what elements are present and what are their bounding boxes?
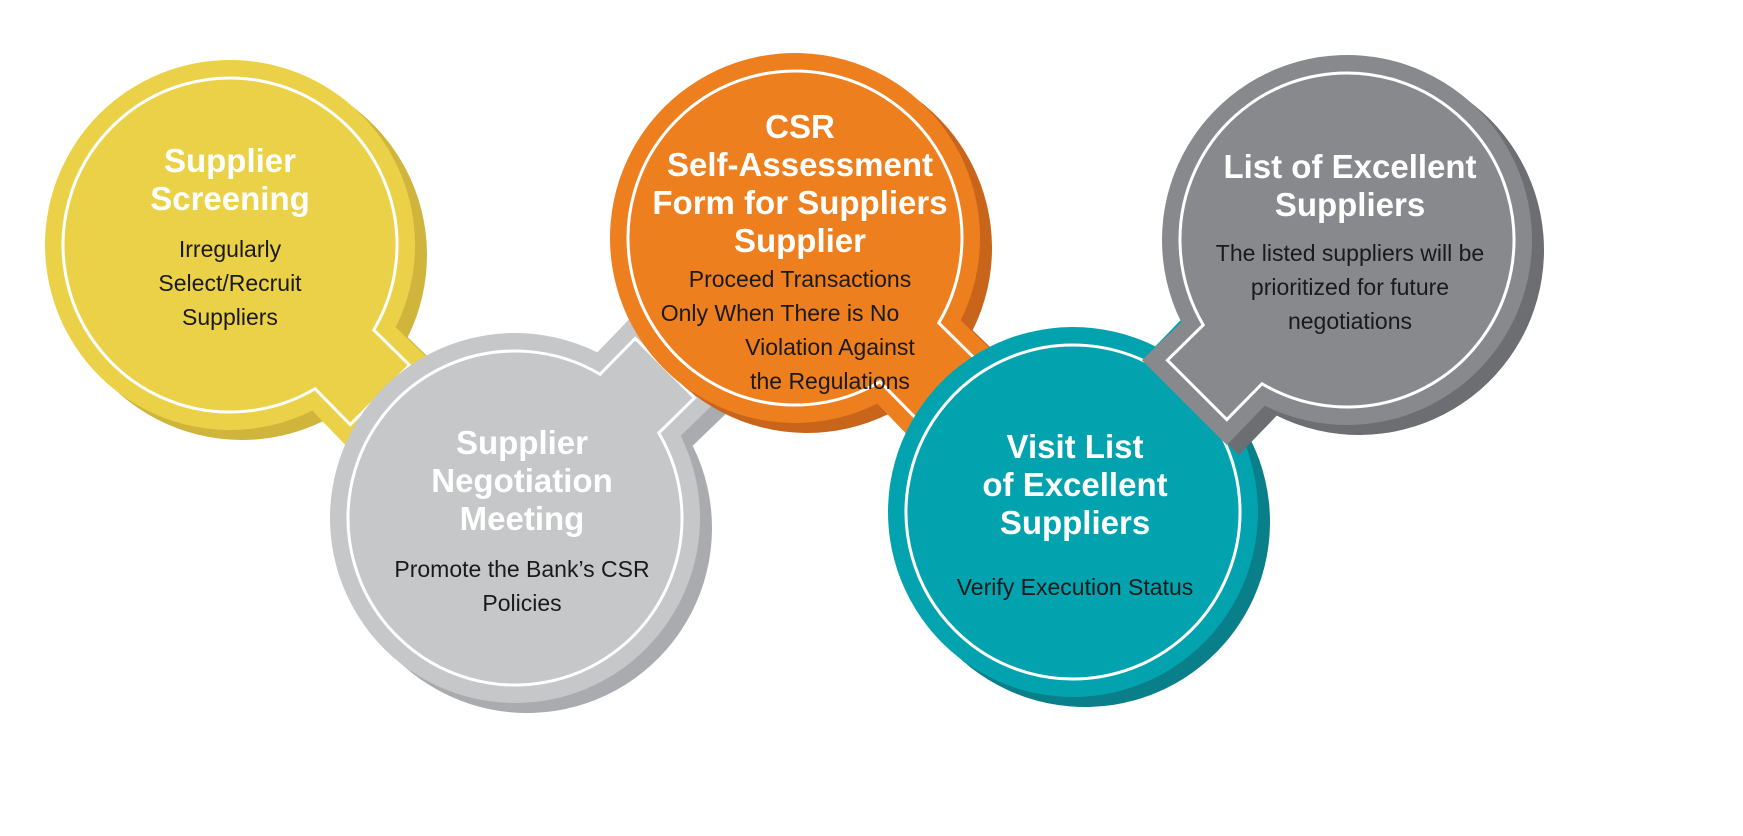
- step-description-line: the Regulations: [750, 368, 910, 394]
- step-description-line: Violation Against: [745, 334, 915, 360]
- step-supplier-screening: [44, 59, 448, 461]
- step-csr-self-assessment: [609, 53, 1013, 454]
- step-description: Promote the Bank’s CSR Policies: [372, 552, 672, 620]
- step-list-excellent-suppliers: [1141, 55, 1544, 456]
- step-title-line: Meeting: [459, 500, 585, 537]
- step-title-line: Self-Assessment: [667, 146, 933, 183]
- step-title-line: Supplier: [455, 424, 589, 461]
- step-bubble: [44, 59, 436, 451]
- step-ring: [61, 76, 412, 427]
- step-bubble: [329, 312, 721, 703]
- step-title-line: CSR: [765, 108, 835, 145]
- step-ring: [626, 69, 977, 420]
- step-title-line: Supplier: [733, 222, 867, 259]
- step-description-line: The listed suppliers will be: [1215, 240, 1485, 266]
- step-title-line: Screening: [150, 180, 310, 217]
- step-description-line: Only When There is No: [660, 300, 900, 326]
- step-bubble: [887, 306, 1279, 697]
- step-description-line: Proceed Transactions: [688, 266, 912, 292]
- step-description-line: Select/Recruit: [158, 270, 302, 296]
- step-title-line: List of Excellent: [1223, 148, 1477, 185]
- step-description-line: negotiations: [1287, 308, 1413, 334]
- step-description: Verify Execution Status: [930, 570, 1220, 604]
- step-description-line: Promote the Bank’s CSR: [394, 556, 650, 582]
- step-title-line: Suppliers: [999, 504, 1151, 541]
- step-ring: [346, 336, 697, 687]
- step-description-line: Irregularly: [178, 236, 282, 262]
- step-bubble: [609, 53, 1001, 444]
- step-description-line: Verify Execution Status: [956, 574, 1194, 600]
- step-ring: [1165, 71, 1516, 422]
- step-description-line: prioritized for future: [1250, 274, 1450, 300]
- step-title-line: Negotiation: [431, 462, 613, 499]
- step-title-line: Visit List: [1006, 428, 1144, 465]
- step-title-line: of Excellent: [982, 466, 1168, 503]
- step-title-line: Form for Suppliers: [652, 184, 948, 221]
- step-title-line: Supplier: [163, 142, 297, 179]
- step-description: The listed suppliers will be prioritized …: [1180, 236, 1520, 338]
- step-visit-list-excellent-suppliers: [887, 306, 1291, 708]
- step-description-line: Suppliers: [182, 304, 278, 330]
- step-description-line: Policies: [482, 590, 562, 616]
- step-supplier-negotiation-meeting: [329, 312, 733, 713]
- step-title-line: Suppliers: [1274, 186, 1426, 223]
- step-bubble: [1141, 55, 1533, 446]
- step-ring: [904, 330, 1255, 681]
